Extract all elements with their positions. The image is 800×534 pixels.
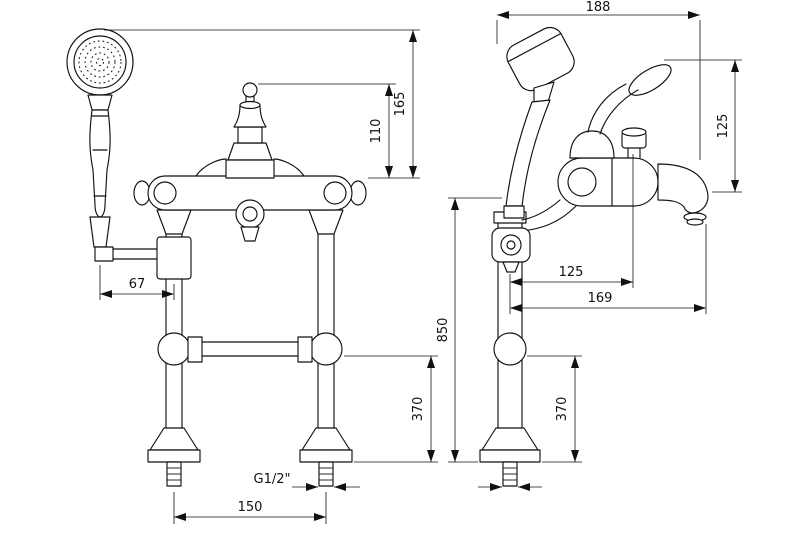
dim-188: 188 <box>496 0 701 160</box>
dim-label-370-left: 370 <box>411 397 426 422</box>
shower-head-side <box>506 26 575 92</box>
shower-handle <box>89 109 111 218</box>
holder-mount-block <box>156 236 192 280</box>
diverter-column <box>225 82 275 179</box>
dim-label-150: 150 <box>238 500 263 515</box>
crossbar-pipe <box>187 336 313 363</box>
dim-label-165: 165 <box>393 92 408 117</box>
right-riser-pipe <box>317 229 335 431</box>
body-column-link-bottom <box>521 205 577 232</box>
right-base <box>299 427 353 487</box>
bracket-cone <box>502 261 520 273</box>
right-elbow <box>308 209 344 235</box>
body-column-link-top <box>521 199 561 221</box>
left-sphere-joint <box>157 332 191 366</box>
left-elbow <box>156 209 192 235</box>
dim-label-125-horizontal: 125 <box>559 265 584 280</box>
dim-label-110: 110 <box>369 119 384 144</box>
front-view <box>66 28 367 487</box>
left-base <box>147 427 201 487</box>
hose-nut <box>503 205 525 219</box>
shower-head <box>66 28 134 96</box>
hand-shower-side <box>491 26 575 273</box>
dim-label-169: 169 <box>588 291 613 306</box>
diverter-knob <box>621 127 647 159</box>
sphere-joint-side <box>493 332 527 366</box>
hand-shower-front <box>66 28 192 280</box>
holder-connector <box>94 246 114 262</box>
dim-125-horizontal: 125 <box>509 154 634 314</box>
dim-label-370-right: 370 <box>555 397 570 422</box>
dim-thread: G1/2" <box>254 472 542 491</box>
spout-side <box>657 163 709 226</box>
dim-169: 169 <box>510 224 707 314</box>
base-side <box>479 427 541 487</box>
dim-370-left: 370 <box>344 355 438 463</box>
side-view <box>479 26 709 487</box>
thread-label: G1/2" <box>254 472 291 487</box>
dim-110: 110 <box>258 83 396 178</box>
shower-handle-side <box>505 99 551 207</box>
dim-850: 850 <box>436 197 502 463</box>
shower-bracket <box>491 227 531 263</box>
spout-front <box>235 199 265 242</box>
right-sphere-joint <box>309 332 343 366</box>
shower-holder-cup <box>89 216 111 248</box>
dim-67: 67 <box>99 265 175 300</box>
shower-neck <box>87 94 113 111</box>
dim-label-188: 188 <box>586 0 611 15</box>
dim-150: 150 <box>173 492 327 524</box>
dim-165: 165 <box>104 29 420 179</box>
dim-label-67: 67 <box>129 277 146 292</box>
dim-label-125-vertical: 125 <box>716 114 731 139</box>
dim-125-vertical: 125 <box>664 59 742 193</box>
dim-label-850: 850 <box>436 318 451 343</box>
dim-370-right: 370 <box>527 355 582 463</box>
mixer-body-front <box>133 158 367 211</box>
mixer-body-side <box>557 157 659 207</box>
finial-ball <box>242 82 258 98</box>
lever-handle <box>569 64 672 159</box>
